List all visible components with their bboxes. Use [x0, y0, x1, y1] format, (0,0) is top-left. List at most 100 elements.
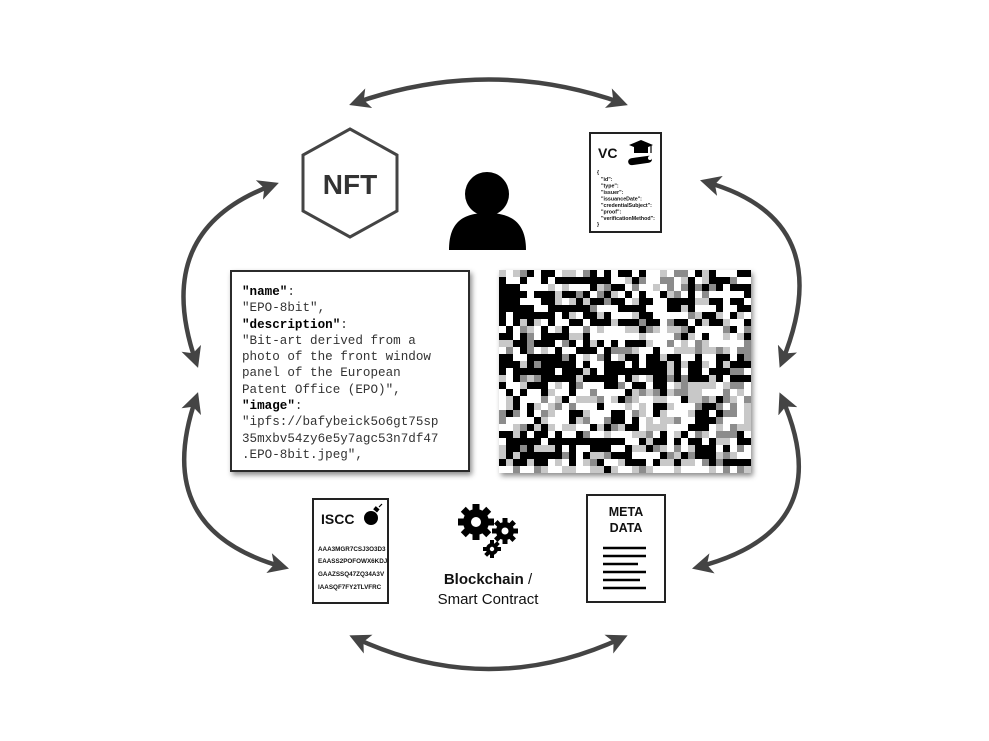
bit-art-pixel [730, 368, 737, 375]
bit-art-pixel [499, 389, 506, 396]
nft-label: NFT [323, 169, 377, 200]
bit-art-pixel [513, 424, 520, 431]
bit-art-pixel [576, 333, 583, 340]
bit-art-pixel [555, 424, 562, 431]
bit-art-pixel [723, 312, 730, 319]
bit-art-pixel [737, 333, 744, 340]
bit-art-pixel [555, 403, 562, 410]
iscc-code: EAASS2POFOWX6KDJ [318, 558, 388, 565]
bit-art-pixel [681, 438, 688, 445]
bit-art-pixel [646, 389, 653, 396]
bit-art-pixel [632, 466, 639, 473]
bit-art-pixel [744, 396, 751, 403]
bit-art-pixel [730, 354, 737, 361]
bit-art-pixel [744, 466, 751, 473]
bit-art-pixel [611, 354, 618, 361]
bit-art-pixel [548, 403, 555, 410]
bit-art-pixel [562, 410, 569, 417]
bit-art-pixel [667, 340, 674, 347]
bit-art-pixel [597, 354, 604, 361]
bit-art-pixel [576, 417, 583, 424]
graduation-cap-icon [629, 140, 653, 153]
vc-line: "proof": [601, 210, 622, 216]
bit-art-pixel [618, 326, 625, 333]
bit-art-pixel [625, 466, 632, 473]
vc-document: VC { "id": "type": "issuer": "issuanceDa… [589, 132, 662, 233]
bit-art-pixel [730, 291, 737, 298]
bit-art-pixel [632, 438, 639, 445]
bit-art-pixel [639, 431, 646, 438]
json-value-description-line: photo of the front window [242, 350, 431, 365]
bit-art-pixel [639, 396, 646, 403]
bit-art-pixel [674, 466, 681, 473]
bit-art-pixel [660, 270, 667, 277]
bit-art-pixel [548, 466, 555, 473]
vc-line: "issuanceDate": [601, 197, 642, 203]
bit-art-pixel [744, 403, 751, 410]
bit-art-pixel [737, 319, 744, 326]
bit-art-pixel [527, 347, 534, 354]
bit-art-pixel [632, 375, 639, 382]
bit-art-pixel [674, 312, 681, 319]
bit-art-pixel [499, 347, 506, 354]
bit-art-pixel [730, 410, 737, 417]
bit-art-pixel [576, 403, 583, 410]
bit-art-pixel [499, 438, 506, 445]
bit-art-pixel [667, 389, 674, 396]
bit-art-pixel [702, 319, 709, 326]
bit-art-pixel [618, 424, 625, 431]
bit-art-pixel [520, 410, 527, 417]
bit-art-pixel [723, 326, 730, 333]
bit-art-pixel [744, 445, 751, 452]
bit-art-pixel [646, 431, 653, 438]
bit-art-pixel [646, 410, 653, 417]
bit-art-pixel [618, 277, 625, 284]
bit-art-pixel [562, 347, 569, 354]
bit-art-pixel [555, 270, 562, 277]
bit-art-pixel [569, 347, 576, 354]
json-key-image: "image" [242, 399, 295, 414]
bit-art-pixel [674, 291, 681, 298]
bit-art-pixel [632, 403, 639, 410]
bit-art-pixel [744, 382, 751, 389]
bit-art-pixel [513, 354, 520, 361]
bit-art-pixel [723, 438, 730, 445]
bit-art-pixel [674, 396, 681, 403]
bit-art-pixel [576, 389, 583, 396]
bit-art-pixel [499, 326, 506, 333]
bit-art-pixel [688, 403, 695, 410]
bit-art-pixel [716, 452, 723, 459]
bit-art-pixel [597, 361, 604, 368]
bit-art-pixel [534, 424, 541, 431]
bit-art-pixel [604, 403, 611, 410]
bit-art-pixel [569, 431, 576, 438]
json-value-image-line: 35mxbv54zy6e5y7agc53n7df47 [242, 431, 439, 446]
bit-art-pixel [744, 354, 751, 361]
bit-art-pixel [688, 319, 695, 326]
bit-art-pixel [611, 333, 618, 340]
bit-art-pixel [548, 382, 555, 389]
bit-art-pixel [688, 340, 695, 347]
bit-art-pixel [569, 403, 576, 410]
bit-art-pixel [541, 438, 548, 445]
bit-art-pixel [730, 445, 737, 452]
bit-art-pixel [723, 410, 730, 417]
bit-art-pixel [730, 277, 737, 284]
bit-art-pixel [695, 389, 702, 396]
arrow-upper-right [700, 176, 802, 368]
bit-art-pixel [604, 305, 611, 312]
bit-art-pixel [639, 361, 646, 368]
bit-art-pixel [723, 382, 730, 389]
vc-line: "verificationMethod": [601, 216, 655, 222]
bit-art-pixel [702, 431, 709, 438]
bit-art-pixel [667, 431, 674, 438]
bit-art-pixel [737, 312, 744, 319]
bit-art-pixel [660, 459, 667, 466]
bit-art-pixel [513, 466, 520, 473]
bit-art-pixel [709, 354, 716, 361]
bit-art-pixel [527, 326, 534, 333]
bit-art-pixel [632, 410, 639, 417]
bit-art-pixel [590, 291, 597, 298]
bit-art-pixel [709, 284, 716, 291]
bit-art-pixel [562, 445, 569, 452]
